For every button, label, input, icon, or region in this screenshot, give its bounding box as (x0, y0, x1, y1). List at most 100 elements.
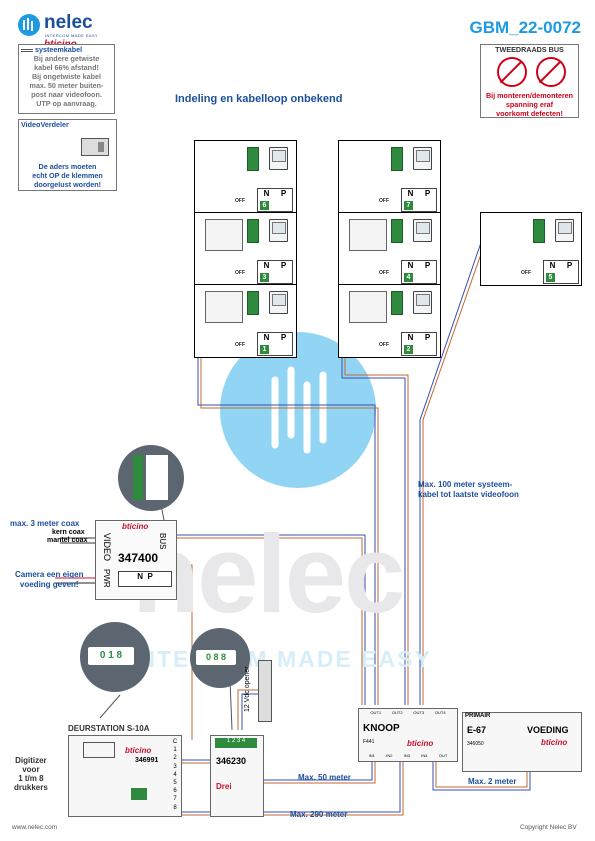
watermark-tagline: INTERCOM MADE EASY (130, 646, 432, 672)
apartment-unit: OFF N P 1 (194, 284, 297, 358)
terminal-block (247, 291, 259, 315)
door-opener-icon (258, 660, 272, 722)
voeding-module: PRIMAIR E-67 VOEDING 346050 bticino (462, 712, 582, 772)
note-line: Bij ongetwiste kabel (31, 72, 102, 81)
terminal-labels (146, 455, 168, 500)
apartment-unit: OFF N P 5 (480, 212, 582, 286)
np-selector: N P 3 (257, 260, 293, 284)
module-347400: bticino VIDEO BUS 347400 PWR N P (95, 520, 177, 600)
module-code: 346991 (135, 757, 159, 764)
videophone-monitor-icon (269, 219, 288, 242)
note-line: echt OP de klemmen (32, 171, 103, 180)
off-switch: OFF (235, 270, 245, 276)
note-videoverdeler: VideoVerdeler De aders moeten echt OP de… (18, 119, 117, 191)
off-switch: OFF (379, 342, 389, 348)
zoom-display-left: 0 1 8 (80, 622, 150, 692)
note-line: spanning eraf (505, 100, 554, 109)
zoom-terminals (118, 445, 184, 511)
np-selector: N P (118, 571, 172, 587)
video-distributor (205, 291, 243, 323)
note-systeemkabel: systeemkabel Bij andere getwiste kabel 6… (18, 44, 115, 114)
digitizer-note: Digitizer voor 1 t/m 8 drukkers (14, 756, 48, 792)
connector-icon (83, 742, 115, 758)
terminal-block (533, 219, 545, 243)
brand-name: nelec (44, 12, 93, 33)
module-code: 347400 (118, 551, 159, 565)
doorstation-title: DEURSTATION S-10A (68, 724, 150, 733)
no-plug-icon (497, 57, 527, 87)
coax-core-label: kern coax (52, 529, 85, 536)
module-code: 346050 (467, 741, 484, 747)
videophone-monitor-icon (269, 147, 288, 170)
page-title: Indeling en kabelloop onbekend (175, 93, 343, 105)
terminal-block (247, 147, 259, 171)
note-systeemkabel-heading: systeemkabel (35, 45, 83, 54)
videophone-monitor-icon (413, 291, 432, 314)
note-line: kabel 66% afstand! (34, 63, 99, 72)
coax-max-label: max. 3 meter coax (10, 519, 80, 528)
voeding-title: E-67 (467, 725, 487, 735)
apartment-unit: OFF N P 6 (194, 140, 297, 214)
apartment-number: 1 (260, 345, 269, 354)
apartment-unit: OFF N P 2 (338, 284, 441, 358)
np-selector: N P 1 (257, 332, 293, 356)
document-id: GBM_22-0072 (469, 18, 581, 37)
coax-shield-label: mantel coax (47, 537, 88, 544)
videophone-monitor-icon (269, 291, 288, 314)
apartment-number: 7 (404, 201, 413, 210)
video-distributor-icon (81, 138, 109, 156)
module-code: 346230 (216, 756, 247, 766)
off-switch: OFF (379, 270, 389, 276)
watermark-word: nelec (132, 513, 405, 636)
apartment-number: 3 (260, 273, 269, 282)
np-selector: N P 5 (543, 260, 579, 284)
footer-website: www.nelec.com (12, 824, 58, 831)
cable-icon (21, 48, 33, 52)
apartment-number: 5 (546, 273, 555, 282)
bus-terminal (131, 788, 147, 800)
apartment-unit: OFF N P 3 (194, 212, 297, 286)
np-selector: N P 4 (401, 260, 437, 284)
note-line: max. 50 meter buiten- (29, 81, 104, 90)
apartment-number: 4 (404, 273, 413, 282)
note-line: post naar videofoon. (31, 90, 102, 99)
opener-label: 12 Vdc opener (244, 666, 251, 712)
note-line: De aders moeten (38, 162, 97, 171)
np-selector: N P 7 (401, 188, 437, 212)
off-switch: OFF (235, 198, 245, 204)
off-switch: OFF (521, 270, 531, 276)
note-line: Bij monteren/demonteren (485, 91, 574, 100)
note-videoverdeler-heading: VideoVerdeler (21, 120, 69, 129)
videophone-monitor-icon (413, 219, 432, 242)
apartment-number: 6 (260, 201, 269, 210)
brand-subtitle: INTERCOM MADE EASY (45, 33, 98, 38)
np-selector: N P 2 (401, 332, 437, 356)
note-bus-heading: TWEEDRAADS BUS (495, 45, 564, 54)
distance-label: Max. 50 meter (298, 773, 351, 782)
terminal-block (133, 455, 143, 500)
video-distributor (205, 219, 243, 251)
note-line: doorgelust worden! (33, 180, 102, 189)
distance-label: Max. 290 meter (290, 810, 348, 819)
np-selector: N P 6 (257, 188, 293, 212)
distance-label: Max. 2 meter (468, 777, 517, 786)
knoop-title: KNOOP (363, 723, 400, 734)
apartment-unit: OFF N P 4 (338, 212, 441, 286)
max100-note: Max. 100 meter systeem- kabel tot laatst… (418, 480, 519, 499)
videophone-monitor-icon (413, 147, 432, 170)
off-switch: OFF (235, 342, 245, 348)
videophone-monitor-icon (555, 219, 574, 242)
off-switch: OFF (379, 198, 389, 204)
terminal-block (247, 219, 259, 243)
note-line: voorkomt defecten! (496, 109, 563, 118)
video-distributor (349, 219, 387, 251)
note-tweedraads-bus: TWEEDRAADS BUS Bij monteren/demonteren s… (480, 44, 579, 118)
watermark-circle (220, 332, 376, 488)
note-line: UTP op aanvraag. (36, 99, 97, 108)
module-346230: 1 2 3 4 346230 Drei (210, 735, 264, 817)
no-tool-icon (536, 57, 566, 87)
zoom-display-right: 0 8 8 (190, 628, 250, 688)
module-code: F441 (363, 739, 375, 745)
